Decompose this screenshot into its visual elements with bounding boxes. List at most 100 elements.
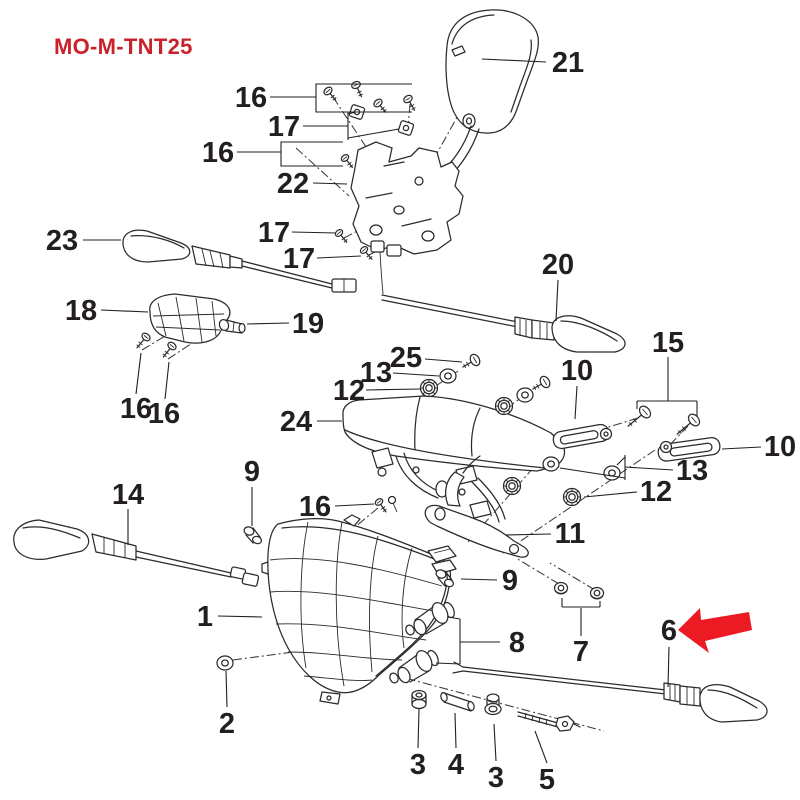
part-label-13: 13 bbox=[360, 357, 392, 389]
part-label-9: 9 bbox=[244, 456, 260, 488]
part-label-8: 8 bbox=[509, 627, 525, 659]
callout-bracket bbox=[435, 662, 461, 665]
part-label-4: 4 bbox=[448, 749, 464, 781]
phantom-line bbox=[663, 425, 689, 452]
leader-line-10 bbox=[574, 385, 578, 420]
part-label-10: 10 bbox=[561, 355, 593, 387]
part-5-bolt bbox=[517, 711, 581, 732]
part-label-13: 13 bbox=[676, 455, 708, 487]
screw-glyph bbox=[676, 413, 701, 435]
callout-bracket bbox=[447, 616, 461, 620]
part-3-bushing bbox=[411, 689, 427, 710]
grommet-glyph bbox=[419, 378, 439, 398]
leader-line-18 bbox=[100, 309, 149, 313]
part-label-18: 18 bbox=[65, 295, 97, 327]
part-label-17: 17 bbox=[258, 217, 290, 249]
part-label-22: 22 bbox=[277, 168, 309, 200]
page-title: MO-M-TNT25 bbox=[54, 34, 193, 59]
leader-line-17 bbox=[291, 231, 337, 234]
part-9-bulb bbox=[243, 526, 263, 545]
grommet-glyph bbox=[562, 487, 582, 507]
leader-line-16 bbox=[334, 503, 375, 507]
part-label-2: 2 bbox=[219, 708, 235, 740]
part-label-24: 24 bbox=[280, 406, 312, 438]
callout-bracket bbox=[347, 111, 357, 115]
part-label-12: 12 bbox=[640, 476, 672, 508]
part-label-16: 16 bbox=[148, 398, 180, 430]
grommet-glyph bbox=[502, 476, 522, 496]
part-label-9: 9 bbox=[502, 565, 518, 597]
red-arrow bbox=[678, 608, 752, 653]
leader-lines-layer bbox=[83, 58, 762, 764]
part-label-19: 19 bbox=[292, 308, 324, 340]
screw-glyph bbox=[532, 375, 551, 391]
screw-glyph bbox=[373, 98, 387, 113]
part-label-12: 12 bbox=[333, 375, 365, 407]
phantom-line bbox=[354, 507, 379, 528]
leader-line-1 bbox=[217, 615, 263, 618]
leader-line-5 bbox=[534, 730, 548, 764]
leader-line-2 bbox=[225, 670, 228, 708]
part-label-20: 20 bbox=[542, 249, 574, 281]
leader-line-12 bbox=[365, 388, 421, 391]
part-1-headlight bbox=[261, 514, 452, 705]
part-label-6: 6 bbox=[661, 615, 677, 647]
part-label-15: 15 bbox=[652, 327, 684, 359]
phantom-line bbox=[549, 562, 596, 591]
part-label-5: 5 bbox=[539, 764, 555, 796]
callout-bracket bbox=[280, 141, 343, 167]
screw-glyph bbox=[323, 86, 337, 101]
leader-line-9 bbox=[460, 578, 498, 581]
screw-glyph bbox=[136, 332, 151, 349]
part-6-turn-signal bbox=[452, 661, 768, 723]
screw-glyph bbox=[359, 245, 373, 260]
nut-glyph bbox=[553, 581, 569, 595]
part-label-11: 11 bbox=[555, 518, 586, 550]
leader-line-3 bbox=[493, 723, 497, 762]
callout-bracket bbox=[315, 83, 412, 113]
part-label-17: 17 bbox=[268, 111, 300, 143]
part-3-flanged-bushing bbox=[484, 693, 502, 716]
leader-line-17 bbox=[316, 255, 362, 259]
part-18-position-lamp bbox=[149, 293, 231, 344]
screw-glyph bbox=[374, 498, 387, 513]
screw-glyph bbox=[627, 405, 652, 427]
part-label-16: 16 bbox=[299, 491, 331, 523]
part-22-mirror-bracket bbox=[350, 141, 464, 255]
square-nut-glyph bbox=[397, 120, 415, 136]
part-label-10: 10 bbox=[764, 431, 796, 463]
phantom-line bbox=[389, 673, 605, 732]
callout-bracket bbox=[559, 467, 626, 479]
part-label-3: 3 bbox=[410, 749, 426, 781]
leader-line-19 bbox=[246, 322, 290, 325]
screw-glyph bbox=[340, 154, 354, 169]
leader-line-11 bbox=[505, 533, 552, 536]
parts-layer bbox=[13, 9, 768, 732]
screw-glyph bbox=[351, 80, 363, 98]
screw-glyph bbox=[162, 341, 177, 358]
phantom-line bbox=[295, 147, 350, 197]
part-label-16: 16 bbox=[120, 393, 152, 425]
leader-line-25 bbox=[424, 358, 463, 363]
part-4-spacer bbox=[440, 691, 475, 712]
part-label-14: 14 bbox=[112, 479, 144, 511]
leader-line-12 bbox=[583, 491, 638, 498]
part-label-1: 1 bbox=[197, 601, 213, 633]
part-11-stay-bracket bbox=[424, 455, 529, 558]
leader-line-20 bbox=[555, 279, 559, 322]
washer-glyph bbox=[603, 465, 621, 481]
part-label-21: 21 bbox=[552, 47, 584, 79]
leader-line-21 bbox=[481, 58, 547, 63]
nut-glyph bbox=[589, 586, 605, 600]
part-label-17: 17 bbox=[283, 243, 315, 275]
leader-line-16 bbox=[135, 352, 142, 395]
hardware-glyphs-layer bbox=[136, 80, 701, 671]
leader-line-3 bbox=[417, 708, 420, 749]
part-8-bulbs bbox=[389, 601, 455, 684]
part-23-turn-signal bbox=[122, 229, 357, 293]
leader-line-10 bbox=[721, 446, 762, 450]
washer-glyph bbox=[439, 368, 457, 384]
screw-glyph bbox=[334, 228, 348, 243]
